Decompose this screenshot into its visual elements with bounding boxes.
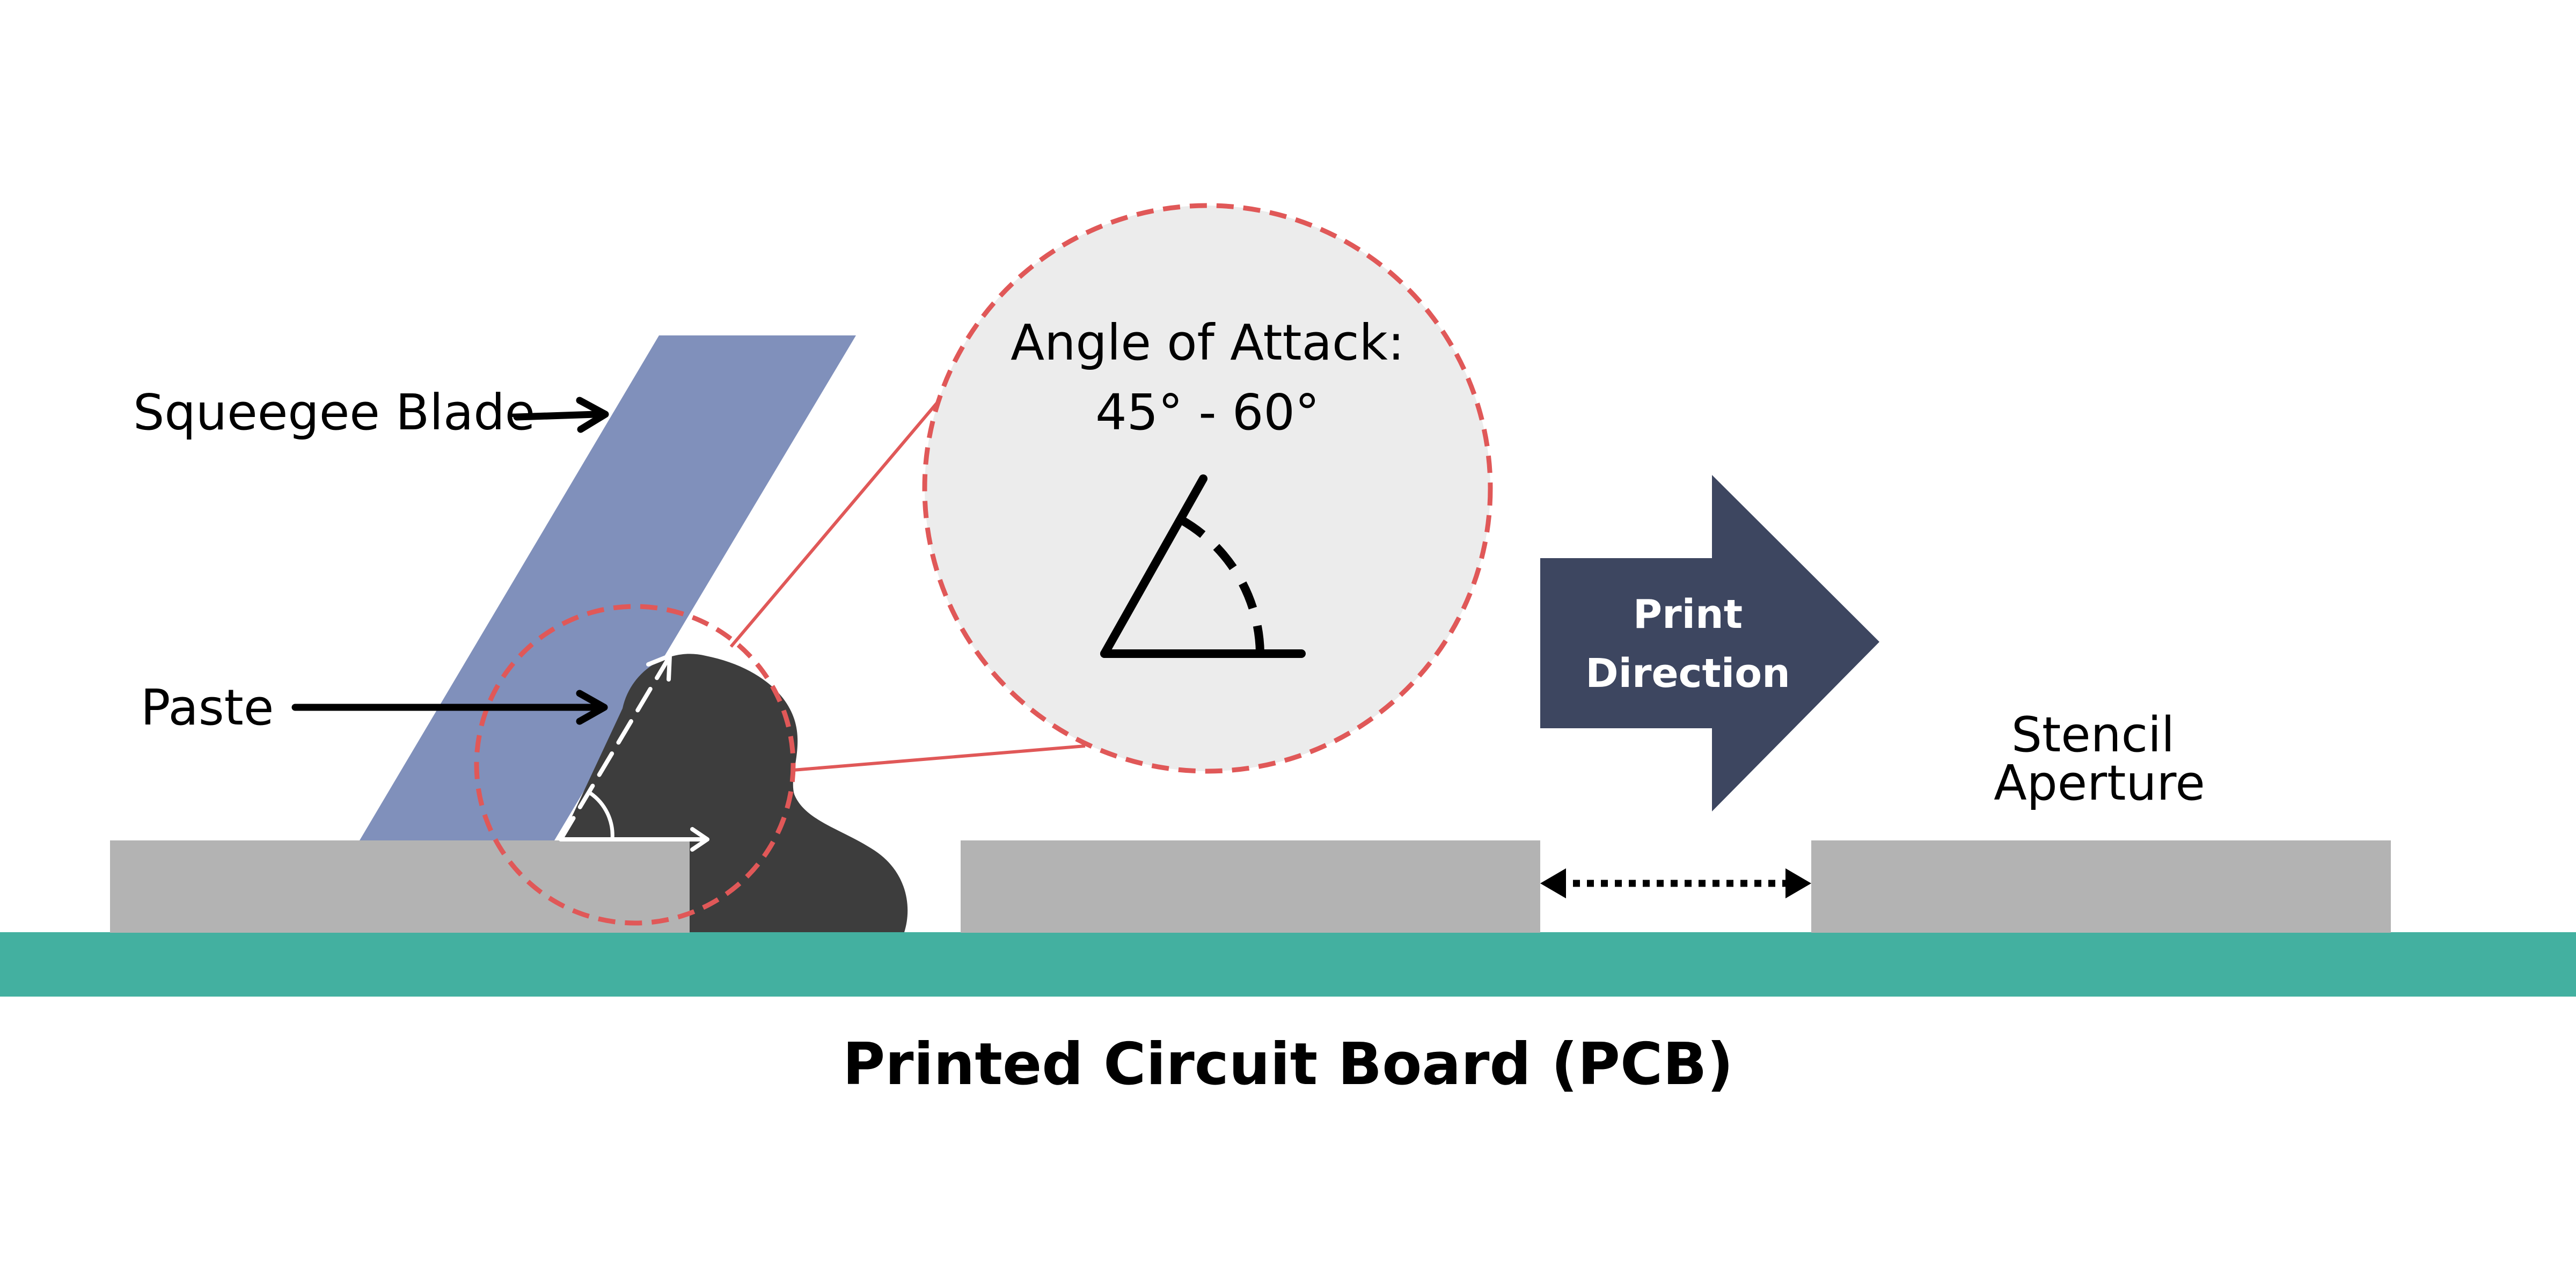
pcb-board	[0, 932, 2576, 997]
stencil-aperture-label-line1: Stencil	[2011, 707, 2175, 763]
angle-icon	[1100, 474, 1306, 658]
stencil-aperture-label-line2: Aperture	[1994, 755, 2205, 811]
stencil-segment-right	[1811, 840, 2391, 933]
magnifier-circle	[922, 203, 1493, 774]
zoom-circle	[474, 604, 796, 926]
magnifier-connector-bottom	[793, 744, 1086, 772]
print-direction-label-line2: Direction	[1585, 650, 1790, 697]
blade-angle-indicator	[559, 654, 709, 852]
print-direction-label-line1: Print	[1633, 591, 1743, 638]
squeegee-pointer-arrow	[513, 397, 609, 433]
double-arrow-icon	[1540, 868, 1811, 898]
print-direction-arrow	[1540, 475, 1879, 811]
squeegee-blade-label: Squeegee Blade	[133, 384, 535, 441]
angle-range: 45° - 60°	[1095, 384, 1320, 441]
magnifier-connector-top	[729, 396, 943, 648]
stencil-segment-left	[110, 840, 690, 933]
paste-pointer-arrow	[291, 690, 608, 725]
stencil-segment-middle	[961, 840, 1540, 933]
paste-blob	[561, 654, 908, 932]
paste-label: Paste	[141, 679, 274, 736]
pcb-title: Printed Circuit Board (PCB)	[843, 1031, 1733, 1098]
angle-title: Angle of Attack:	[1011, 314, 1404, 371]
